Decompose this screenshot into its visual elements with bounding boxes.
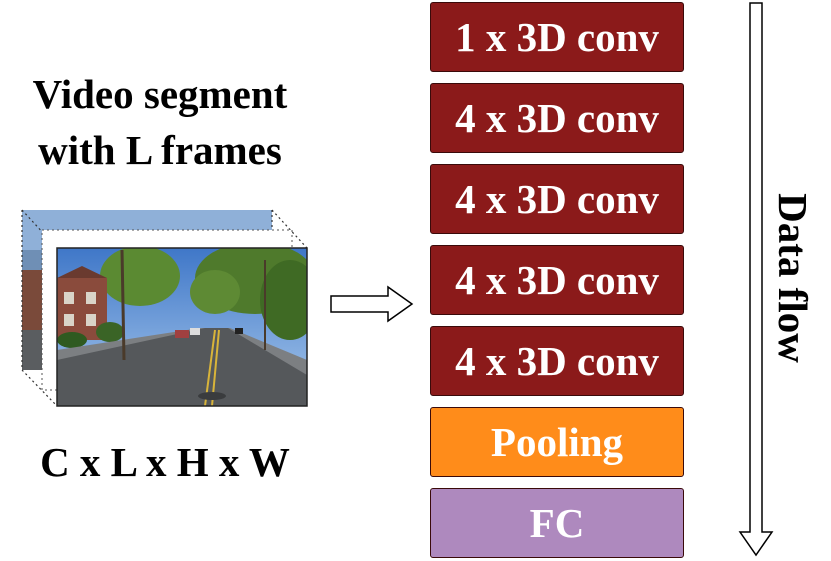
data-flow-label: Data flow [770, 193, 816, 363]
tensor-dimensions-label: C x L x H x W [40, 439, 290, 485]
layer-block-1: 1 x 3D conv [430, 2, 684, 72]
front-frame-street-scene [56, 247, 308, 407]
title-line-1: Video segment [32, 71, 288, 117]
layer-block-7: FC [430, 488, 684, 558]
diagram-title: Video segment with L frames [0, 66, 320, 178]
data-flow-arrow [738, 2, 774, 557]
layer-block-2: 4 x 3D conv [430, 83, 684, 153]
layer-block-4: 4 x 3D conv [430, 245, 684, 315]
input-arrow [330, 285, 414, 323]
title-line-2: with L frames [38, 127, 282, 173]
layer-block-5: 4 x 3D conv [430, 326, 684, 396]
layer-block-6: Pooling [430, 407, 684, 477]
layer-block-3: 4 x 3D conv [430, 164, 684, 234]
video-frames-illustration [21, 209, 308, 407]
